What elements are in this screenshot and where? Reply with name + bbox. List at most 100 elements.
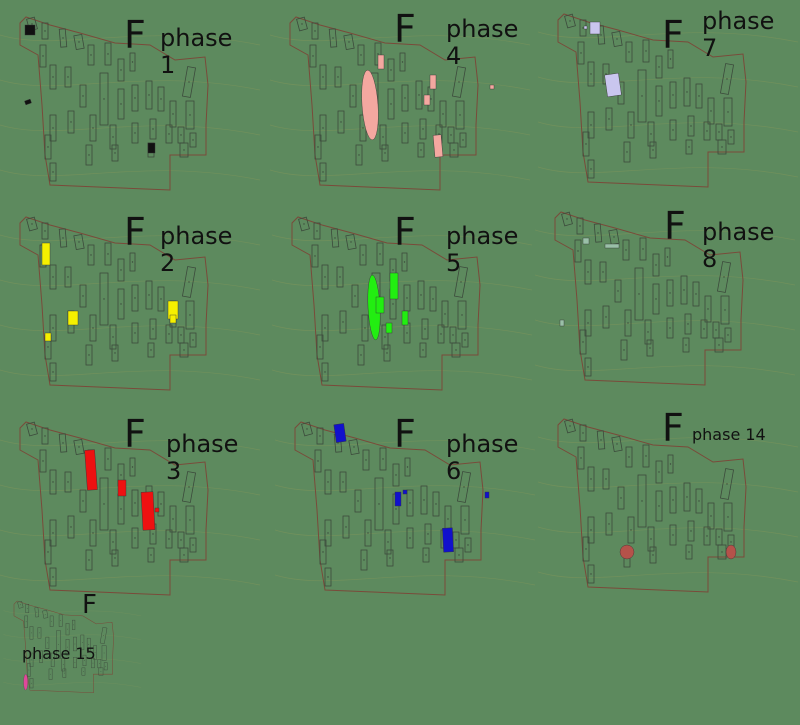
building-footprint [587,564,595,584]
building-marker [40,656,42,658]
building-footprint [637,474,647,528]
building-marker [425,554,427,556]
building-marker [652,554,654,556]
building-marker [382,136,384,138]
building-marker [192,544,194,546]
building-footprint [422,547,430,563]
building-footprint [357,44,365,66]
building-marker [384,152,386,154]
building-footprint [345,233,357,251]
phase-highlight-feature [432,134,444,158]
building-marker [324,276,326,278]
building-footprint [99,272,109,326]
building-marker [718,131,720,133]
building-footprint [399,52,406,72]
building-footprint [319,162,327,182]
site-plan-group [0,216,261,391]
site-plan-phase-2 [0,216,261,391]
building-marker [690,125,692,127]
building-footprint [687,520,695,542]
building-footprint [359,244,367,266]
building-marker [322,551,324,553]
building-footprint [169,100,177,128]
phase-highlight-feature [140,491,156,531]
building-marker [316,230,318,232]
building-footprint [24,615,28,628]
contour-line [537,526,799,538]
building-marker [82,295,84,297]
building-marker [70,121,72,123]
site-plan-phase-3 [0,421,261,596]
building-marker [26,608,28,609]
building-footprint [131,84,139,112]
building-marker [131,61,134,63]
contour-line [274,484,536,496]
building-marker [317,460,319,462]
building-marker [401,61,404,63]
building-footprint [564,13,576,29]
building-marker [74,643,76,645]
building-footprint [707,97,715,125]
building-marker [107,53,109,55]
building-marker [345,526,347,528]
contour-line [0,169,261,181]
building-marker [458,554,460,556]
building-footprint [624,309,632,337]
contour-line [537,166,799,178]
building-footprint [587,159,595,179]
phase-number: 7 [702,33,718,62]
building-marker [362,127,364,129]
building-marker [120,103,122,105]
building-marker [28,669,30,671]
building-footprint [58,614,63,627]
phase-highlight-feature [604,72,622,98]
building-marker [44,613,46,615]
building-marker [727,334,729,336]
building-marker [62,442,64,444]
contour-line [269,79,531,91]
contour-line [274,574,536,586]
building-marker [180,539,182,541]
building-footprint [321,362,329,382]
building-footprint [342,515,350,539]
building-footprint [321,314,329,342]
building-marker [160,298,162,300]
building-footprint [147,547,155,563]
building-marker [590,529,592,531]
building-marker [88,559,90,561]
building-footprint [682,337,690,353]
phase-number: 1 [160,50,176,79]
phase-highlight-feature [725,544,737,560]
building-footprint [157,286,165,312]
building-footprint [449,142,459,158]
building-footprint [376,242,384,266]
building-footprint [343,33,355,51]
building-marker [378,503,380,505]
building-footprint [596,430,606,450]
building-footprint [362,449,370,471]
building-footprint [49,114,57,142]
building-footprint [189,132,197,148]
building-marker [727,111,729,113]
building-footprint [354,489,362,513]
building-marker [698,95,700,97]
building-marker [84,660,85,661]
building-marker [52,371,54,373]
building-marker [105,665,107,667]
building-footprint [700,319,708,339]
building-footprint [387,88,395,120]
building-marker [672,129,674,131]
building-footprint [453,266,469,298]
building-marker [658,100,660,102]
building-marker [82,500,84,502]
building-marker [312,55,314,57]
building-footprint [73,438,85,456]
building-footprint [417,280,425,310]
building-footprint [451,66,467,98]
building-marker [727,516,729,518]
building-footprint [703,121,711,141]
phase-highlight-feature [559,319,565,327]
building-footprint [355,144,363,166]
contour-line [271,234,533,246]
building-footprint [111,144,119,162]
